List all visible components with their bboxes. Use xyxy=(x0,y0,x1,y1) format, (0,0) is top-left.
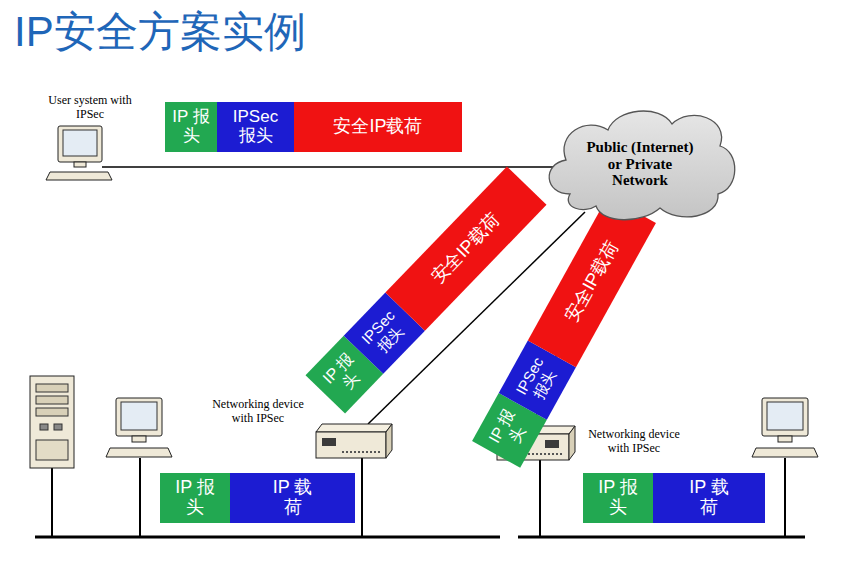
node-text: IP 报头 xyxy=(175,478,215,518)
computer-icon xyxy=(46,126,112,180)
packet-row: IP 报头 IP 载荷 xyxy=(160,473,355,523)
node-text: 安全IP载荷 xyxy=(428,210,504,288)
network-wire xyxy=(102,166,565,168)
network-cloud: Public (Internet) or Private Network xyxy=(540,104,740,224)
node-text: IPSec 报头 xyxy=(230,108,282,145)
ipsec-header-box: IPSec 报头 xyxy=(217,102,294,152)
ip-payload-box: IP 载荷 xyxy=(230,473,355,523)
node-text: 安全IP载荷 xyxy=(333,117,422,137)
network-device-icon xyxy=(316,424,392,458)
node-text: 安全IP载荷 xyxy=(562,238,622,325)
ip-header-box: IP 报头 xyxy=(165,102,217,152)
ip-header-box: IP 报头 xyxy=(583,473,653,523)
lan-drop xyxy=(539,460,541,537)
server-icon xyxy=(30,376,74,468)
secure-payload-box: 安全IP载荷 xyxy=(385,167,546,331)
node-text: IPSec 报头 xyxy=(356,304,413,361)
lan-drop xyxy=(361,458,363,537)
secure-payload-box: 安全IP载荷 xyxy=(294,102,462,152)
device-caption: Networking device with IPSec xyxy=(580,428,688,456)
ip-payload-box: IP 载荷 xyxy=(653,473,765,523)
secure-payload-box: 安全IP载荷 xyxy=(528,196,656,367)
system-caption: User system with IPSec xyxy=(48,94,132,122)
node-text: IP 载荷 xyxy=(689,478,729,518)
packet-row: IP 报头 IP 载荷 xyxy=(583,473,765,523)
ip-header-box: IP 报头 xyxy=(160,473,230,523)
node-text: IP 报头 xyxy=(598,478,638,518)
cloud-holder: Public (Internet) or Private Network xyxy=(540,104,740,224)
computer-icon xyxy=(106,398,172,457)
computer-icon xyxy=(752,398,818,457)
device-caption: Networking device with IPSec xyxy=(204,398,312,426)
lan-drop xyxy=(139,458,141,537)
node-text: IP 报头 xyxy=(484,404,534,456)
lan-drop xyxy=(51,468,53,537)
node-text: IPSec 报头 xyxy=(511,351,563,409)
node-text: IP 报头 xyxy=(318,348,371,401)
node-text: IP 报头 xyxy=(171,108,211,145)
node-text: Public (Internet) or Private Network xyxy=(581,139,699,189)
packet-row: IP 报头 IPSec 报头 安全IP载荷 xyxy=(165,102,462,152)
lan-bus xyxy=(35,536,500,539)
cloud-outline xyxy=(549,111,735,220)
lan-drop xyxy=(784,458,786,537)
slide-title: IP安全方案实例 xyxy=(14,4,306,60)
node-text: IP 载荷 xyxy=(273,478,313,518)
lan-bus xyxy=(518,536,805,539)
